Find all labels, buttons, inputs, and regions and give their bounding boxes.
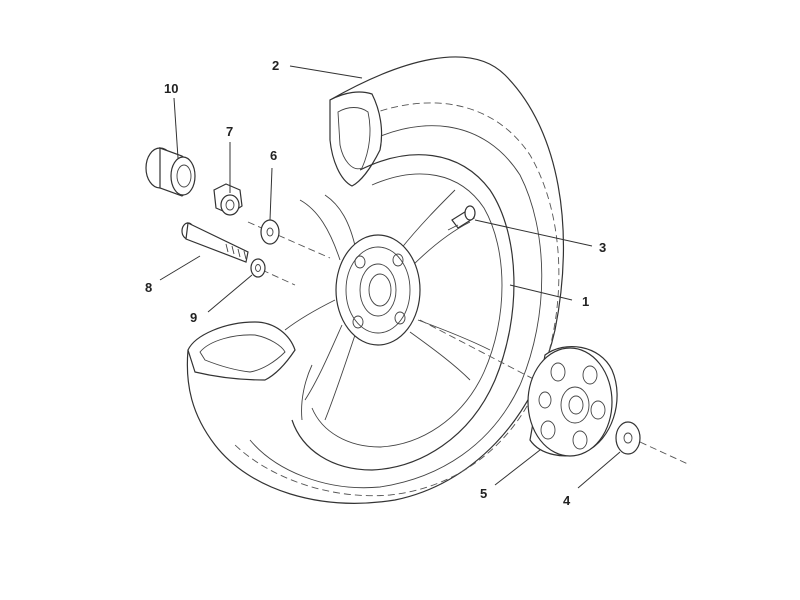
leader-line-4: [577, 451, 621, 489]
part-label-4: 4: [563, 493, 571, 508]
part-label-9: 9: [190, 310, 197, 325]
wheel-rim: [291, 154, 515, 471]
axle-nut: [213, 183, 243, 216]
leader-line-8: [159, 255, 201, 281]
part-label-7: 7: [226, 124, 233, 139]
washer-6: [260, 219, 280, 245]
leader-line-6: [269, 167, 273, 221]
part-label-3: 3: [599, 240, 606, 255]
leader-line-1: [509, 284, 573, 301]
leader-line-10: [173, 97, 179, 159]
leader-line-9: [207, 274, 253, 313]
spacer-bushing: [145, 147, 196, 197]
part-label-1: 1: [582, 294, 589, 309]
axle-centerline-lower: [261, 269, 296, 286]
axle-centerline-upper: [247, 221, 331, 259]
valve-stem: [447, 205, 476, 231]
tire: [186, 56, 565, 504]
axle-centerline-right: [419, 319, 691, 466]
leader-line-3: [474, 219, 593, 247]
part-label-10: 10: [164, 81, 178, 96]
part-label-2: 2: [272, 58, 279, 73]
sprocket-carrier: [527, 346, 618, 457]
leader-line-5: [494, 449, 541, 486]
part-label-5: 5: [480, 486, 487, 501]
part-label-8: 8: [145, 280, 152, 295]
washer-9: [250, 258, 266, 278]
part-label-6: 6: [270, 148, 277, 163]
axle-bolt: [181, 222, 249, 263]
washer-4: [615, 421, 641, 455]
wheel-hub: [284, 189, 491, 421]
leader-line-2: [289, 65, 363, 79]
